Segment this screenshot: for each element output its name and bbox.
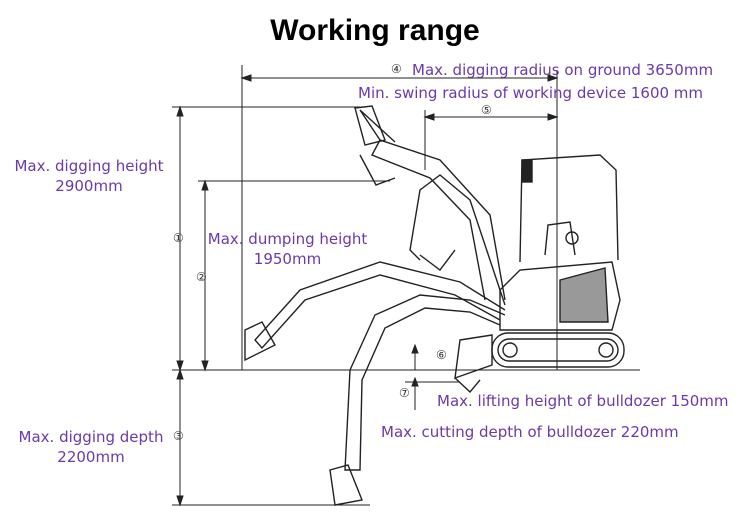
arrow-icon bbox=[176, 105, 184, 117]
canopy bbox=[519, 154, 619, 263]
excavator-machine bbox=[244, 105, 625, 506]
bucket-reach bbox=[244, 321, 276, 362]
boom-raised bbox=[371, 139, 506, 301]
label-max-digging-depth-line2: 2200mm bbox=[57, 448, 125, 466]
marker-7: ⑦ bbox=[399, 386, 410, 400]
bucket-mid bbox=[419, 249, 456, 271]
label-max-digging-depth: Max. digging depth 2200mm bbox=[6, 427, 176, 467]
arrow-icon bbox=[201, 360, 209, 372]
marker-3: ③ bbox=[173, 429, 184, 443]
label-bulldozer-lift: Max. lifting height of bulldozer 150mm bbox=[437, 392, 729, 410]
arrow-icon bbox=[201, 179, 209, 191]
arm-raised bbox=[359, 109, 396, 143]
arrow-icon bbox=[240, 74, 252, 82]
bucket-deep bbox=[329, 464, 363, 506]
boom-deep bbox=[344, 294, 506, 471]
engine-grille bbox=[559, 267, 609, 323]
arrow-icon bbox=[423, 113, 435, 121]
blade-lowered bbox=[454, 377, 481, 394]
bucket-dump bbox=[359, 154, 396, 186]
label-min-swing-radius: Min. swing radius of working device 1600… bbox=[358, 84, 704, 102]
label-max-dumping-height-line2: 1950mm bbox=[253, 250, 322, 268]
label-max-digging-height-line1: Max. digging height bbox=[14, 157, 164, 175]
label-max-dumping-height: Max. dumping height 1950mm bbox=[200, 229, 375, 269]
seat bbox=[544, 221, 576, 256]
boom-mid bbox=[409, 174, 506, 306]
track-wheel bbox=[598, 342, 614, 358]
marker-1: ① bbox=[173, 231, 184, 245]
label-max-digging-depth-line1: Max. digging depth bbox=[18, 428, 164, 446]
marker-5: ⑤ bbox=[481, 103, 492, 117]
bucket-high bbox=[354, 105, 386, 146]
track bbox=[491, 332, 625, 368]
steering-icon bbox=[565, 231, 579, 245]
arrow-icon bbox=[547, 113, 559, 121]
canopy-light bbox=[521, 159, 533, 183]
marker-2: ② bbox=[196, 270, 207, 284]
arrow-icon bbox=[176, 368, 184, 380]
arrow-icon bbox=[176, 360, 184, 372]
label-max-digging-radius: Max. digging radius on ground 3650mm bbox=[412, 61, 714, 79]
label-bulldozer-cut: Max. cutting depth of bulldozer 220mm bbox=[381, 423, 679, 441]
label-max-digging-height-line2: 2900mm bbox=[55, 177, 123, 195]
label-max-dumping-height-line1: Max. dumping height bbox=[207, 230, 368, 248]
track-wheel bbox=[502, 342, 518, 358]
arrow-icon bbox=[176, 495, 184, 507]
bulldozer-blade bbox=[454, 334, 493, 380]
marker-4: ④ bbox=[391, 62, 402, 76]
track-inner bbox=[497, 338, 619, 362]
label-max-digging-height: Max. digging height 2900mm bbox=[4, 156, 174, 196]
page-title: Working range bbox=[270, 14, 480, 47]
arrow-icon bbox=[411, 376, 419, 387]
arrow-icon bbox=[411, 343, 419, 354]
arrow-icon bbox=[547, 74, 559, 82]
marker-6: ⑥ bbox=[436, 348, 447, 362]
boom-reach bbox=[254, 261, 506, 350]
